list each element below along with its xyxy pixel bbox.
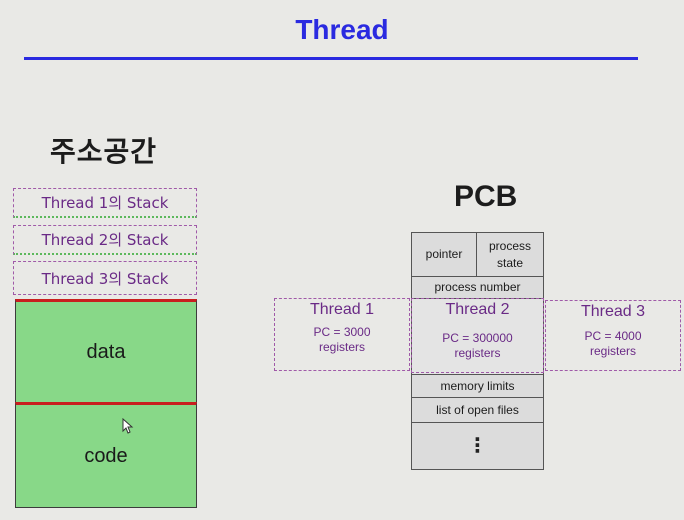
thread-2-stack: Thread 2의 Stack <box>13 225 197 255</box>
slide-title: Thread <box>295 14 389 45</box>
pcb-process-state-cell: process state <box>476 232 544 277</box>
thread-3-pc: PC = 4000 <box>584 329 642 343</box>
thread-1-registers: registers <box>318 340 365 354</box>
pcb-heading: PCB <box>454 180 518 213</box>
pcb-more-cell: ⋮ <box>411 422 544 470</box>
data-segment: data <box>15 299 197 402</box>
thread-3-registers: registers <box>589 344 636 358</box>
mouse-cursor-icon <box>122 418 134 434</box>
thread-3-box: Thread 3 PC = 4000 registers <box>545 300 681 371</box>
thread-3-title: Thread 3 <box>580 303 646 320</box>
thread-1-box: Thread 1 PC = 3000 registers <box>274 298 410 371</box>
thread-2-box: Thread 2 PC = 300000 registers <box>411 298 544 373</box>
thread-2-pc: PC = 300000 <box>442 331 513 345</box>
address-space-heading: 주소공간 <box>50 135 158 168</box>
ellipsis-vertical-icon: ⋮ <box>467 435 488 457</box>
code-segment: code <box>15 402 197 508</box>
thread-1-pc: PC = 3000 <box>313 325 371 339</box>
pcb-pointer-cell: pointer <box>411 232 477 277</box>
pcb-process-number-cell: process number <box>411 276 544 299</box>
thread-1-title: Thread 1 <box>309 301 375 318</box>
thread-2-registers: registers <box>454 346 501 360</box>
thread-2-title: Thread 2 <box>445 301 510 318</box>
pcb-open-files-cell: list of open files <box>411 397 544 423</box>
thread-1-stack: Thread 1의 Stack <box>13 188 197 218</box>
thread-3-stack: Thread 3의 Stack <box>13 261 197 295</box>
pcb-memory-limits-cell: memory limits <box>411 374 544 398</box>
title-underline <box>24 57 638 60</box>
